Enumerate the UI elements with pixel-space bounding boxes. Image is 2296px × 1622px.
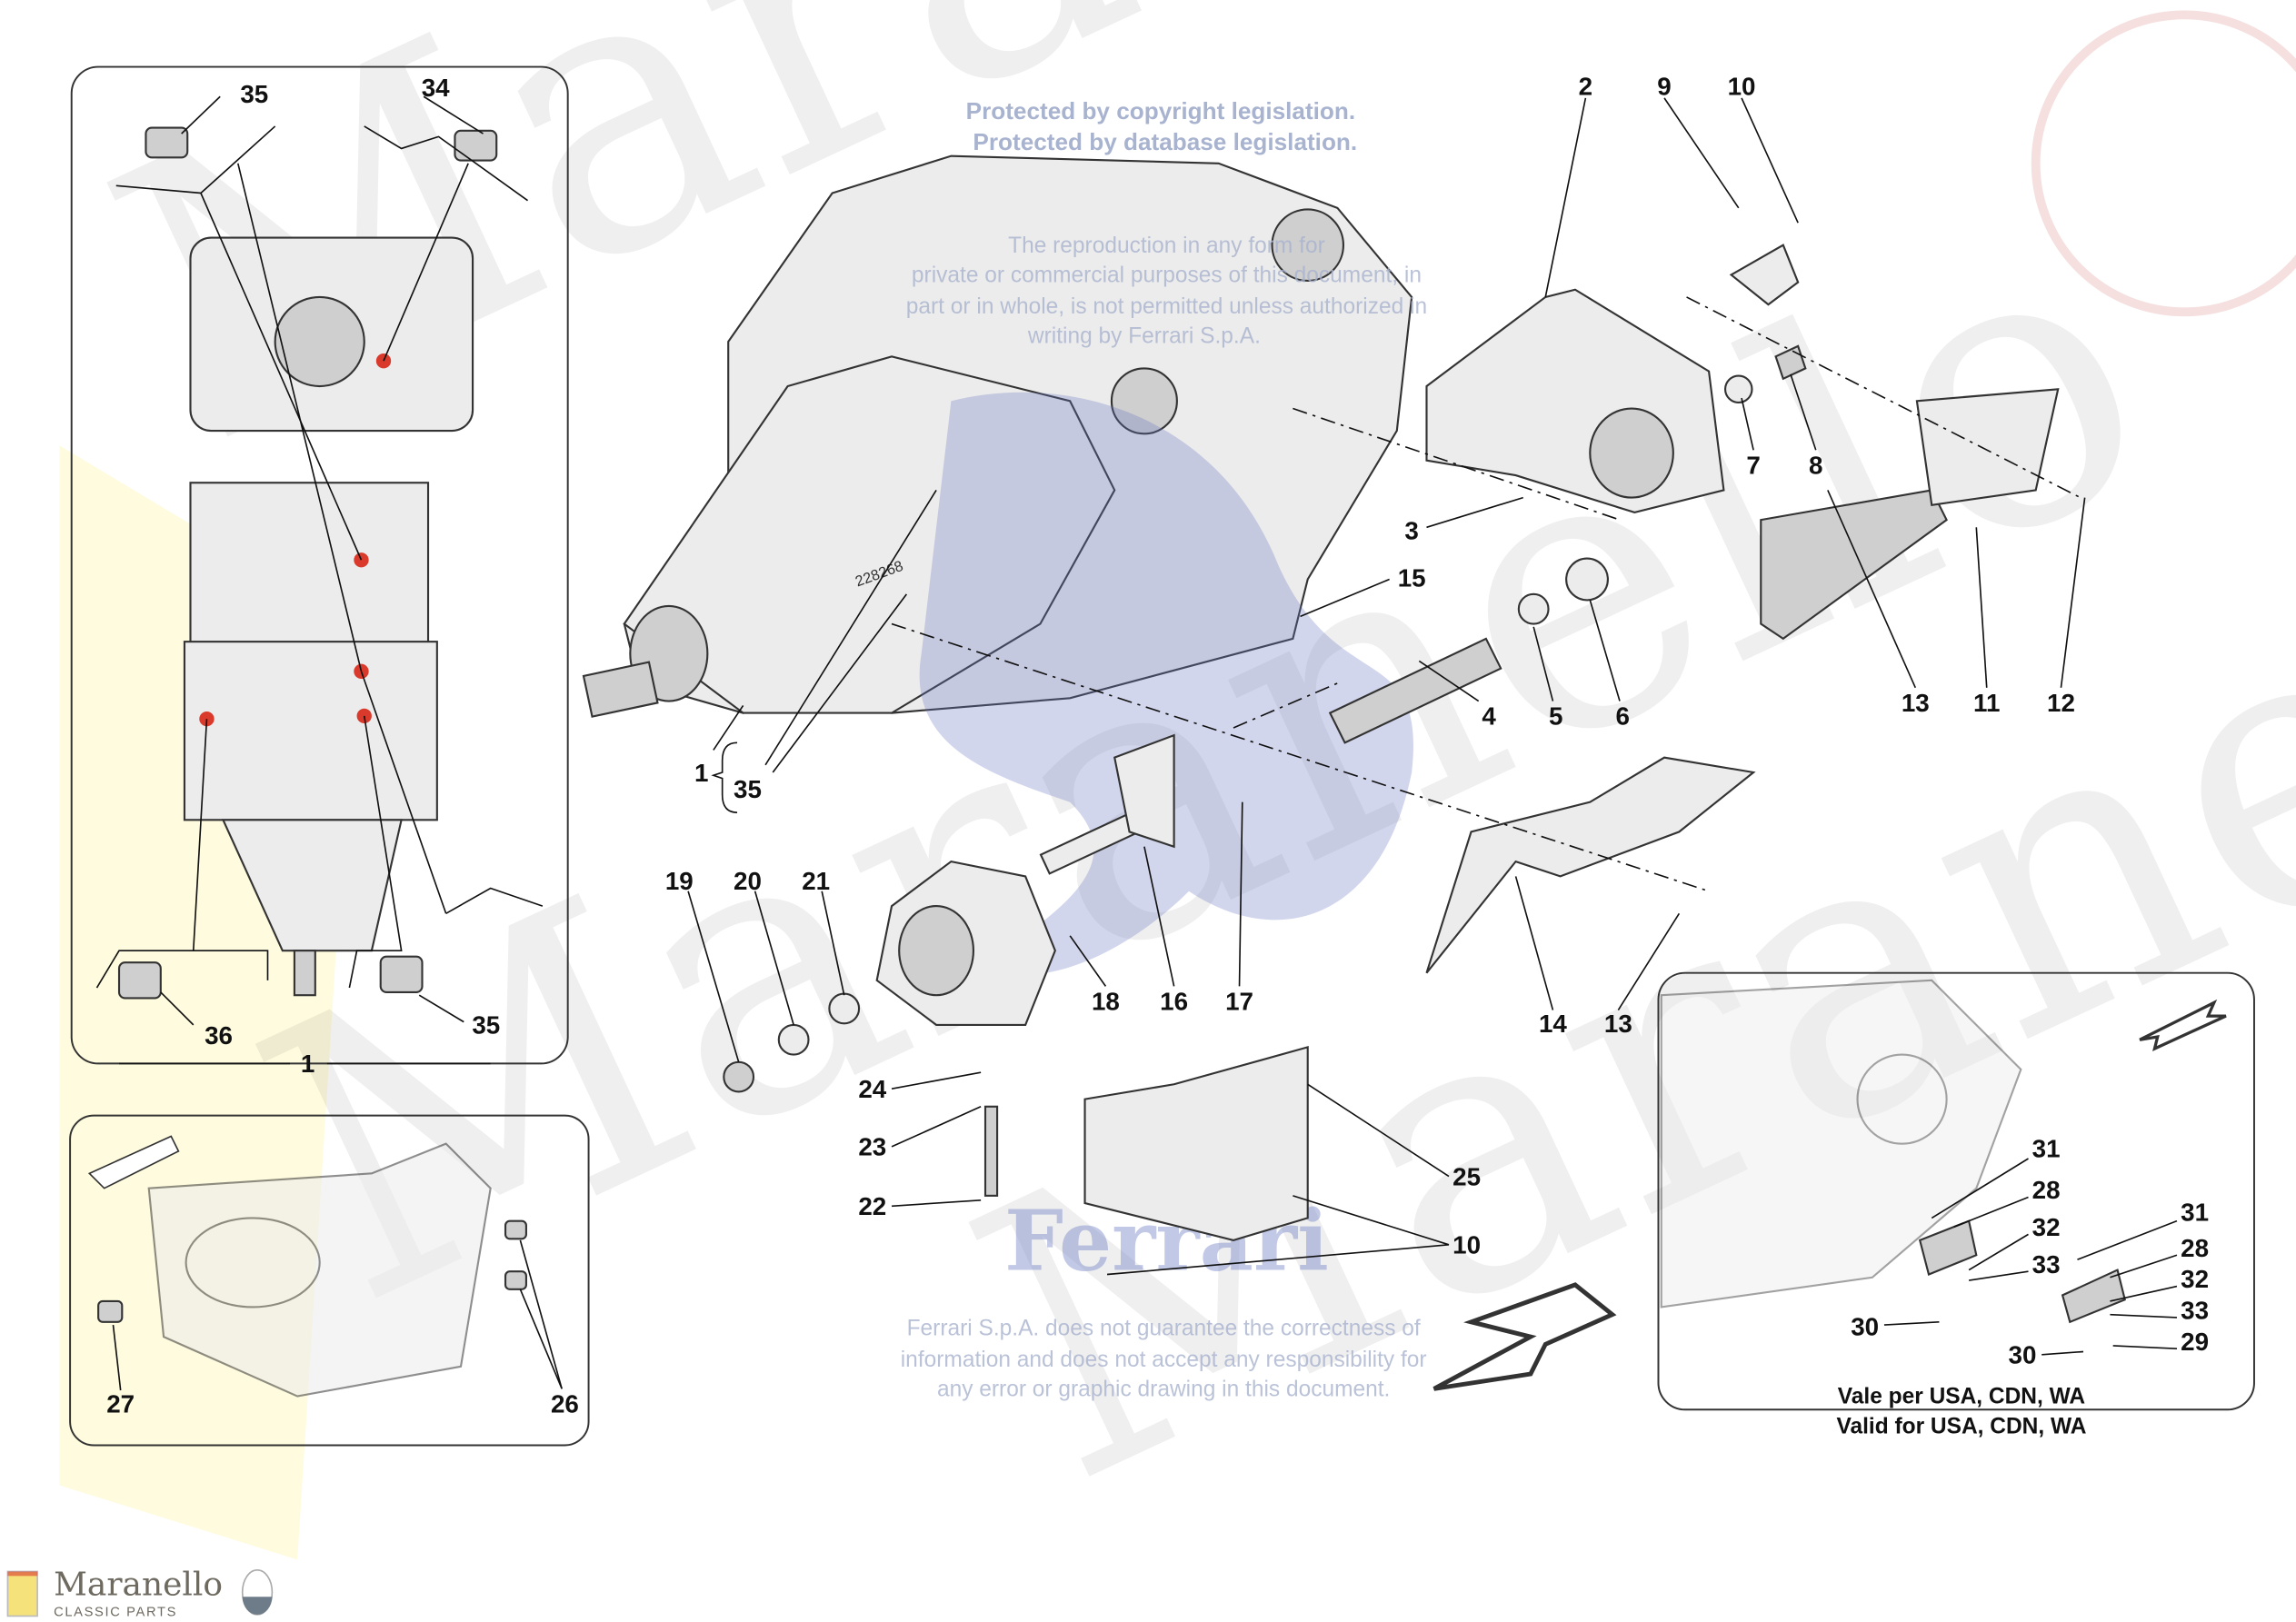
callout-9: 9 — [1657, 73, 1671, 101]
callout-19: 19 — [665, 867, 694, 895]
callout-3: 3 — [1404, 516, 1418, 544]
callout-31: 31 — [2181, 1199, 2209, 1227]
maranello-logo: Maranello CLASSIC PARTS — [6, 1567, 274, 1619]
mount-bracket-drawing — [147, 1142, 492, 1398]
callout-34: 34 — [422, 74, 450, 102]
callout-1: 1 — [301, 1050, 314, 1078]
callout-28: 28 — [2032, 1176, 2061, 1204]
callout-6: 6 — [1616, 702, 1630, 731]
disclaimer-line: information and does not accept any resp… — [901, 1348, 1427, 1372]
callout-10: 10 — [1728, 73, 1756, 101]
logo-subtitle: CLASSIC PARTS — [54, 1605, 177, 1619]
callout-16: 16 — [1160, 988, 1188, 1016]
callout-15: 15 — [1398, 564, 1426, 592]
usa-gearbox-drawing — [1660, 979, 2022, 1309]
callout-22: 22 — [858, 1192, 886, 1220]
callout-35: 35 — [734, 775, 762, 803]
callout-33: 33 — [2181, 1297, 2209, 1325]
callout-29: 29 — [2181, 1328, 2209, 1356]
callout-25: 25 — [1452, 1162, 1481, 1190]
direction-arrow-icon — [1433, 1282, 1617, 1391]
callouts-main: 2 9 10 7 8 3 15 4 5 6 13 11 12 1 35 19 2… — [665, 73, 2075, 1259]
ferrari-horse-watermark — [919, 392, 1413, 975]
logo-name: Maranello — [54, 1567, 223, 1604]
callout-5: 5 — [1549, 702, 1562, 731]
callout-36: 36 — [205, 1021, 233, 1050]
usa-validity-note-en: Valid for USA, CDN, WA — [1836, 1414, 2086, 1438]
direction-arrow-icon — [87, 1135, 180, 1189]
callout-4: 4 — [1482, 702, 1496, 731]
callout-7: 7 — [1746, 451, 1760, 479]
callout-23: 23 — [858, 1133, 886, 1161]
disclaimer-line: any error or graphic drawing in this doc… — [937, 1378, 1390, 1402]
callout-30: 30 — [2009, 1341, 2037, 1369]
callout-30: 30 — [1851, 1313, 1879, 1341]
inset-usa-variant — [1657, 971, 2255, 1411]
callout-13: 13 — [1604, 1010, 1632, 1038]
inset-mount-bracket — [69, 1114, 590, 1447]
callout-35: 35 — [240, 80, 268, 108]
ferrari-badge-icon — [6, 1570, 38, 1617]
callout-1: 1 — [694, 759, 708, 787]
callout-31: 31 — [2032, 1134, 2061, 1162]
gearbox-rear-view — [183, 236, 474, 997]
callout-35: 35 — [472, 1011, 500, 1040]
callout-32: 32 — [2032, 1213, 2061, 1241]
callout-20: 20 — [734, 867, 762, 895]
callout-14: 14 — [1539, 1010, 1567, 1038]
callout-18: 18 — [1092, 988, 1120, 1016]
callout-21: 21 — [802, 867, 830, 895]
callout-11: 11 — [1973, 689, 2000, 717]
callout-24: 24 — [858, 1075, 886, 1103]
bolt-icons — [117, 126, 498, 1000]
callout-27: 27 — [106, 1390, 135, 1418]
disclaimer-line: Ferrari S.p.A. does not guarantee the co… — [907, 1317, 1421, 1341]
callout-28: 28 — [2181, 1234, 2209, 1262]
callout-8: 8 — [1809, 451, 1822, 479]
callout-33: 33 — [2032, 1250, 2061, 1279]
reproduction-watermark-line: The reproduction in any form for — [1008, 234, 1325, 258]
callout-32: 32 — [2181, 1265, 2209, 1293]
direction-arrow-icon — [2139, 999, 2227, 1051]
copyright-watermark: Protected by copyright legislation. — [966, 97, 1356, 124]
database-watermark: Protected by database legislation. — [973, 128, 1357, 155]
callout-10: 10 — [1452, 1231, 1481, 1259]
inset-gearbox-views — [70, 65, 569, 1065]
callout-13: 13 — [1902, 689, 1930, 717]
reproduction-watermark-line: private or commercial purposes of this d… — [912, 264, 1422, 288]
bracket-25 — [1083, 1046, 1309, 1242]
transmission-assembly: 228268 — [582, 154, 1413, 718]
usa-validity-note-it: Vale per USA, CDN, WA — [1838, 1385, 2086, 1409]
callout-2: 2 — [1579, 73, 1592, 101]
reproduction-watermark-line: writing by Ferrari S.p.A. — [1027, 324, 1261, 349]
callout-26: 26 — [551, 1390, 579, 1418]
callout-17: 17 — [1225, 988, 1253, 1016]
heat-shield-14 — [1425, 756, 1756, 974]
brace — [711, 741, 738, 813]
reproduction-watermark-line: part or in whole, is not permitted unles… — [906, 294, 1427, 319]
callout-12: 12 — [2047, 689, 2075, 717]
